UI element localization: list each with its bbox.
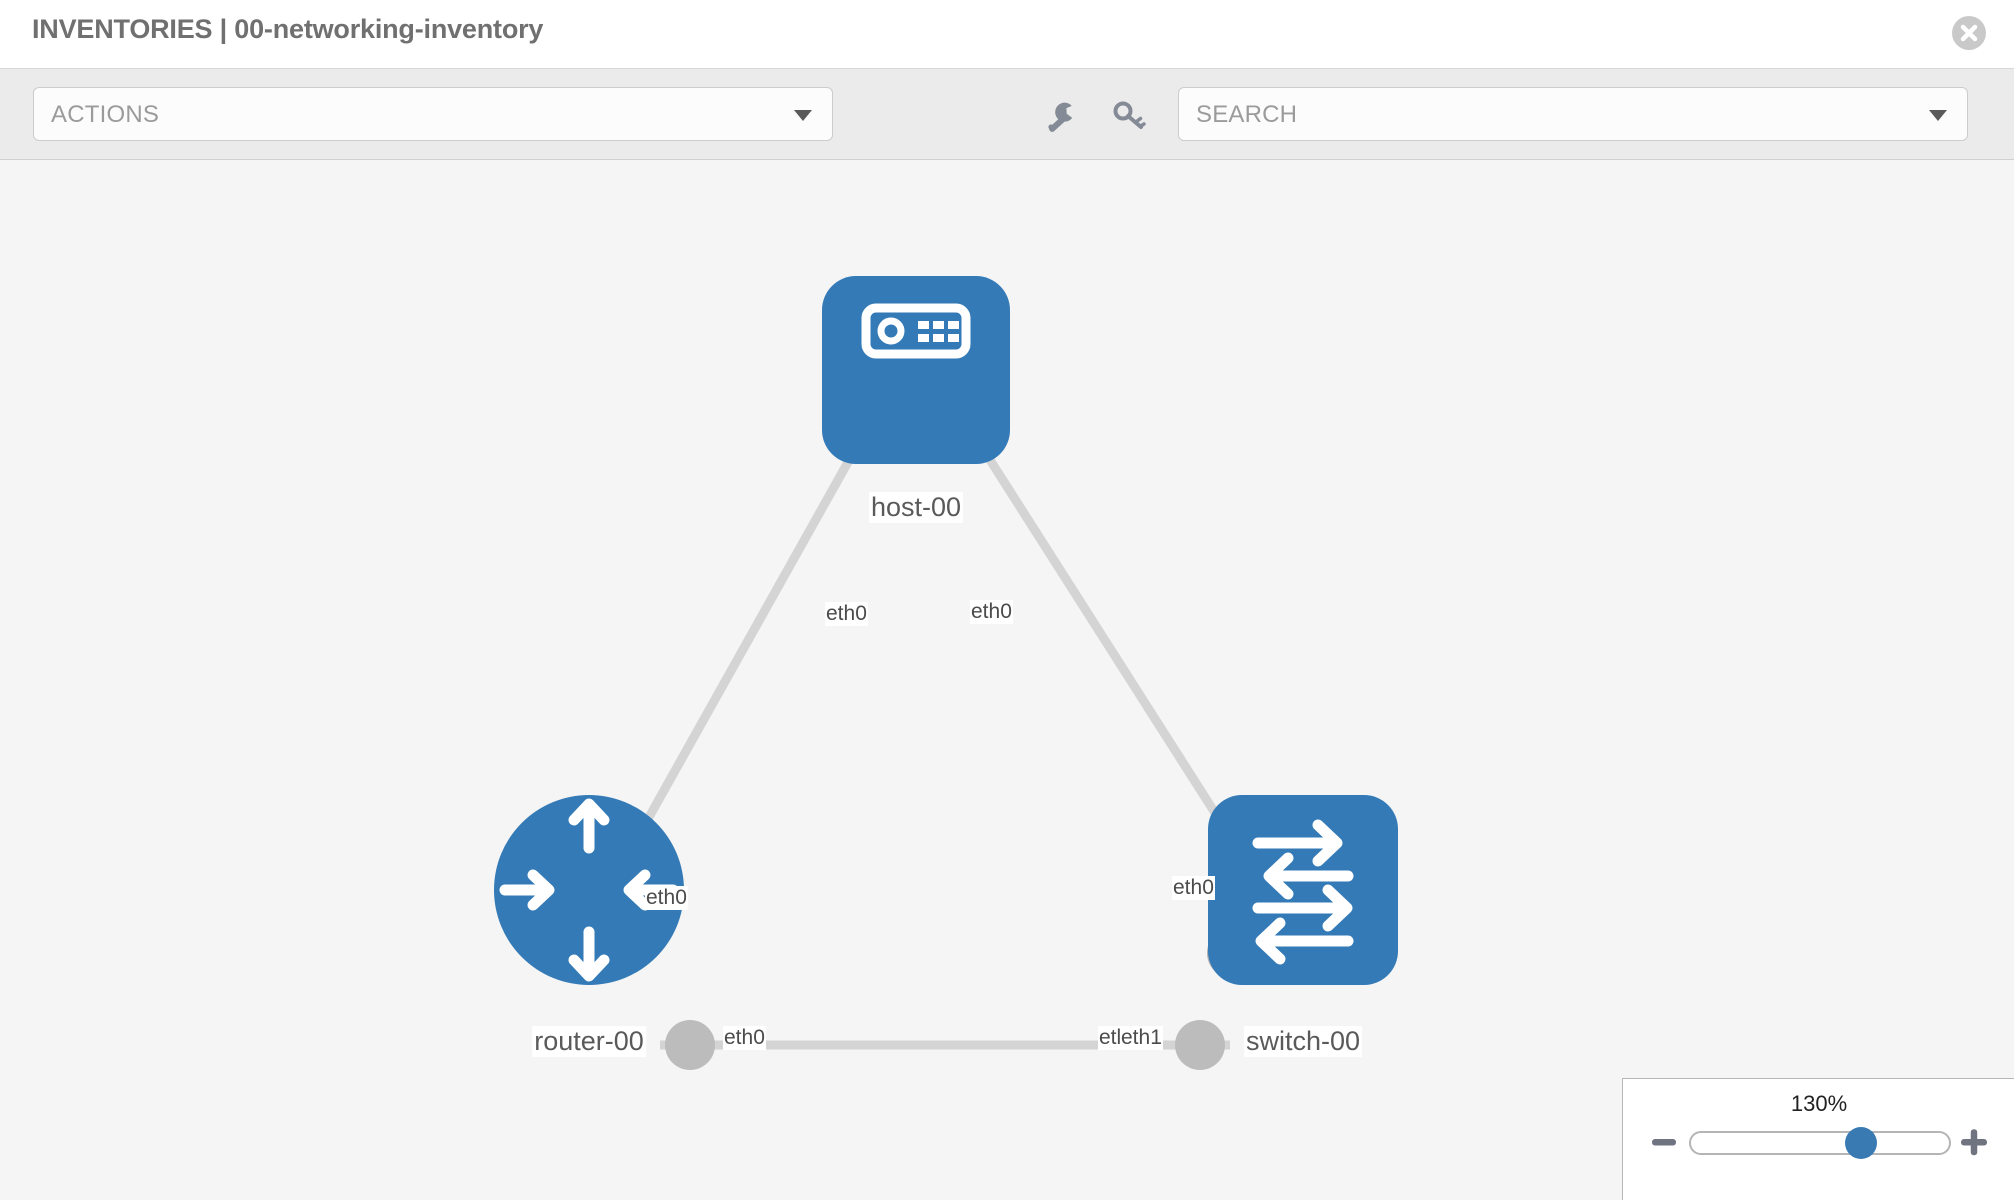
iface-label-host-eth0-left: eth0 — [825, 602, 868, 626]
search-input[interactable]: SEARCH — [1178, 87, 1968, 141]
plus-icon[interactable] — [1957, 1125, 1991, 1159]
actions-dropdown-label: ACTIONS — [51, 101, 160, 128]
node-switch-00[interactable] — [1208, 795, 1398, 985]
link-host-router[interactable] — [621, 402, 884, 863]
node-host-00[interactable] — [822, 276, 1010, 464]
switch-arrows-icon — [1252, 819, 1354, 965]
node-label-host: host-00 — [868, 492, 964, 523]
zoom-slider-thumb[interactable] — [1845, 1127, 1877, 1159]
key-icon[interactable] — [1110, 97, 1148, 135]
search-placeholder: SEARCH — [1196, 101, 1298, 128]
chevron-down-icon — [1929, 110, 1947, 121]
port-switch-eth1[interactable] — [1175, 1020, 1225, 1070]
wrench-icon[interactable] — [1042, 97, 1080, 135]
zoom-slider-track[interactable] — [1689, 1131, 1951, 1155]
close-icon[interactable] — [1952, 16, 1986, 50]
router-arrows-icon — [499, 798, 679, 982]
iface-label-router-eth0-up: eth0 — [645, 886, 688, 910]
page-title: INVENTORIES | 00-networking-inventory — [32, 14, 544, 44]
server-icon — [861, 303, 971, 359]
topology-canvas[interactable]: host-00 router-00 switch-00 eth0 eth0 et… — [0, 160, 2014, 1200]
topology-graph — [494, 276, 1398, 1070]
actions-dropdown[interactable]: ACTIONS — [33, 87, 833, 141]
iface-label-switch-eth0-up: eth0 — [1172, 876, 1215, 900]
port-router-eth0[interactable] — [665, 1020, 715, 1070]
iface-label-switch-etl: etl — [1098, 1026, 1123, 1050]
iface-label-router-eth0-right: eth0 — [723, 1026, 766, 1050]
page-header: INVENTORIES | 00-networking-inventory — [0, 0, 2014, 68]
link-host-switch[interactable] — [951, 402, 1249, 863]
node-router-00[interactable] — [494, 795, 684, 985]
node-label-router: router-00 — [532, 1026, 646, 1057]
iface-label-switch-eth1: eth1 — [1120, 1026, 1163, 1050]
toolbar: ACTIONS SEARCH — [0, 68, 2014, 160]
chevron-down-icon — [794, 110, 812, 121]
minus-icon[interactable] — [1647, 1125, 1681, 1159]
node-label-switch: switch-00 — [1243, 1026, 1363, 1057]
zoom-control-panel: 130% — [1622, 1078, 2014, 1200]
zoom-level-value: 130% — [1790, 1091, 1848, 1116]
iface-label-host-eth0-right: eth0 — [970, 600, 1013, 624]
